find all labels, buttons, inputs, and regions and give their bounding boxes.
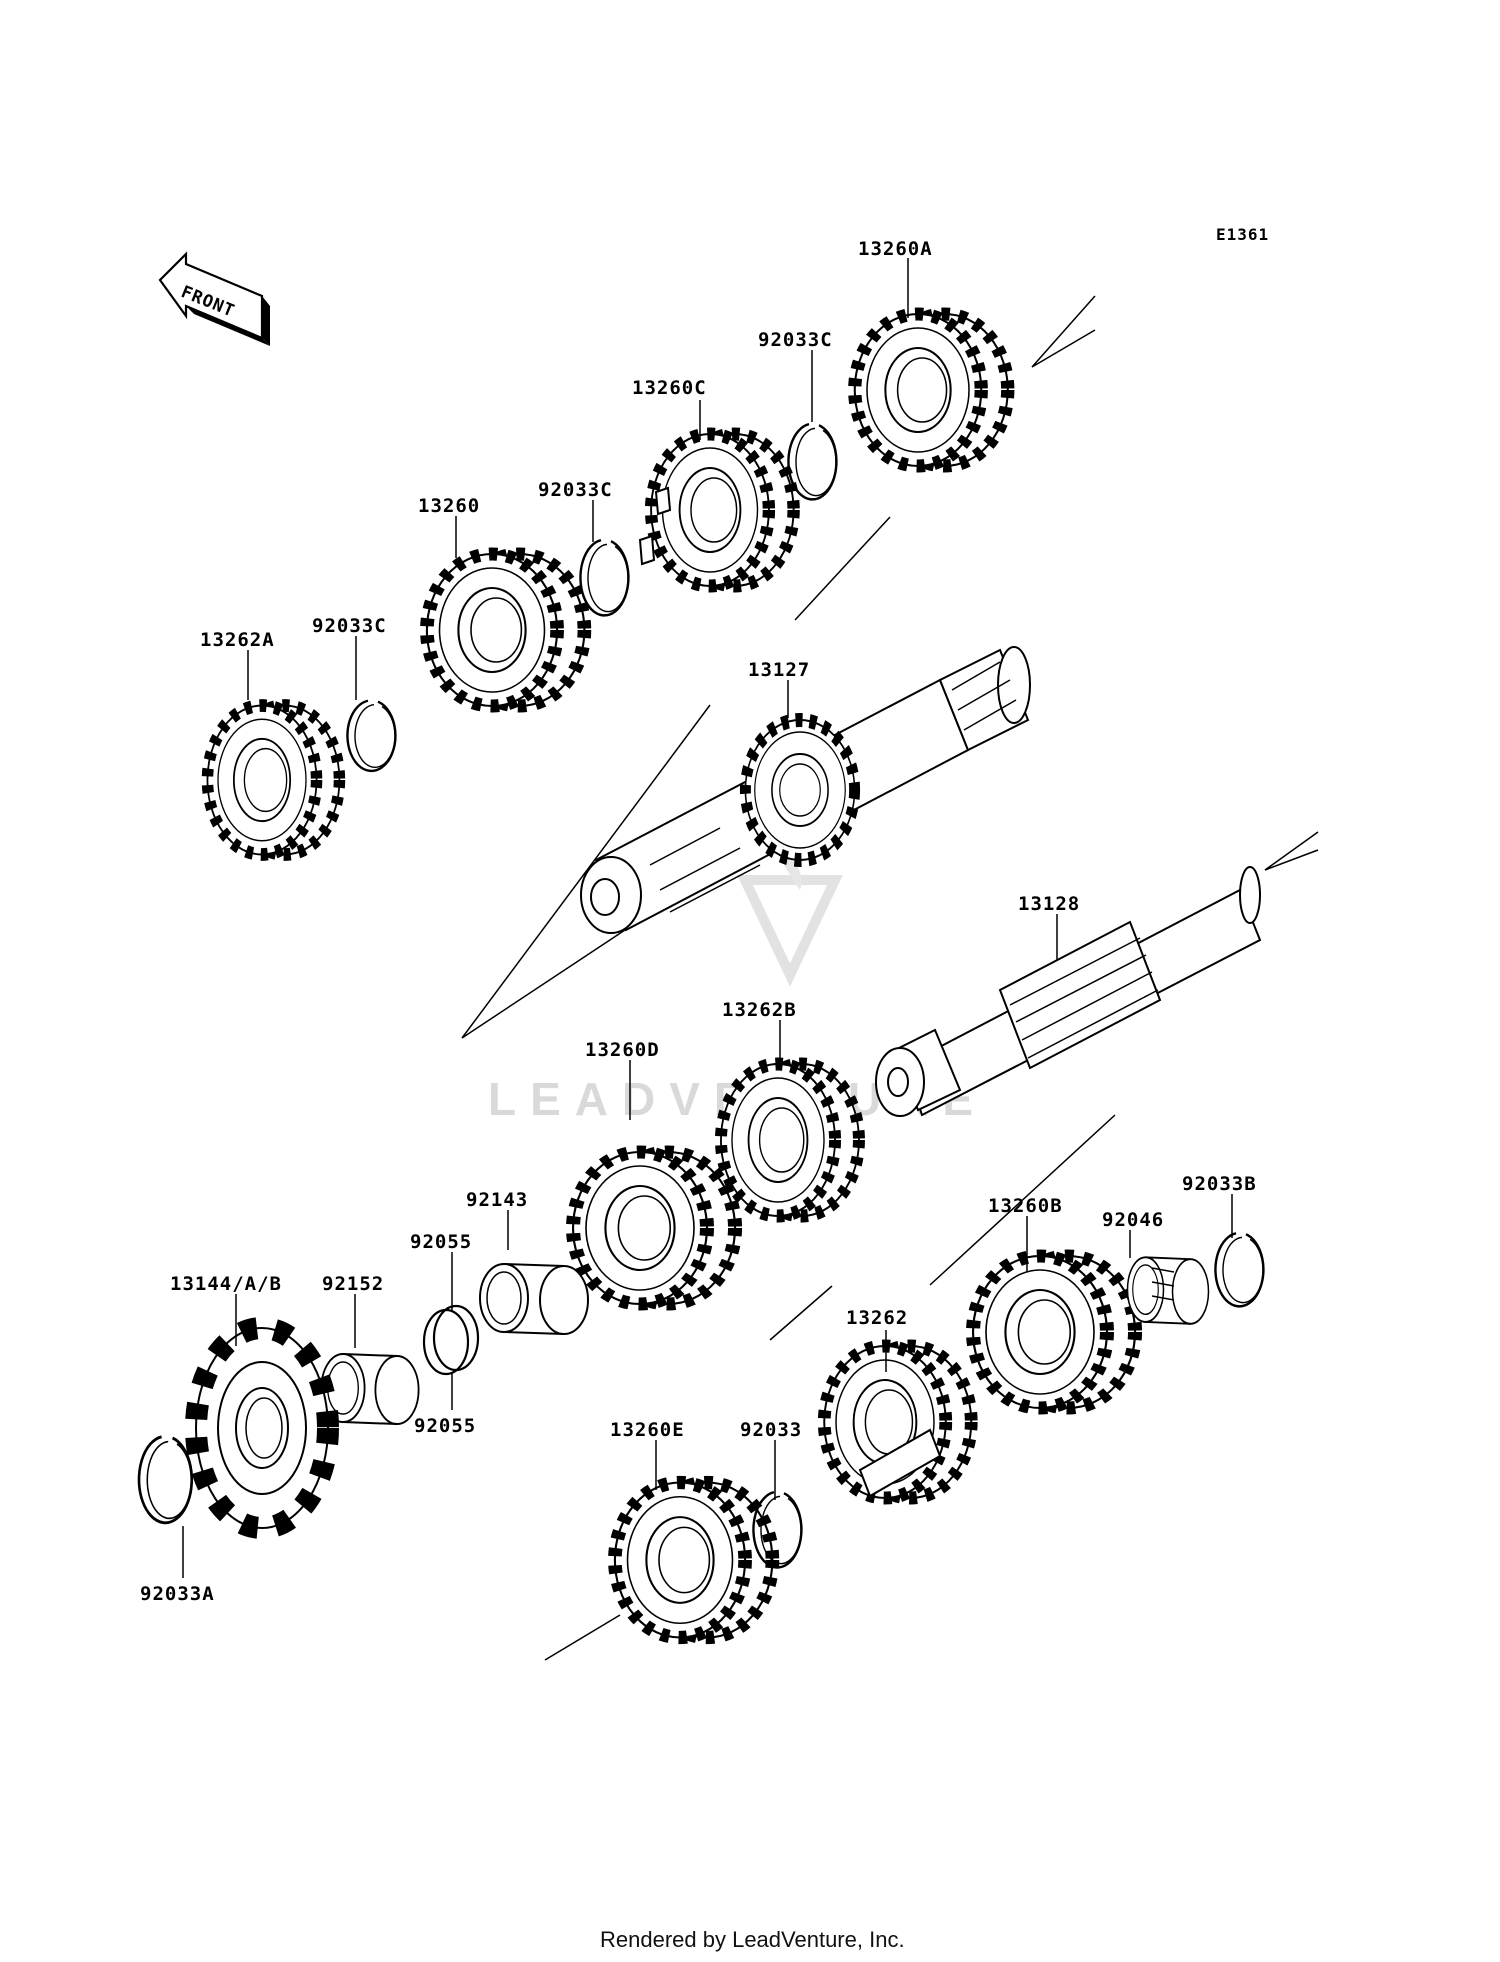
- circlip-92033B: [1214, 1232, 1265, 1308]
- footer-credit: Rendered by LeadVenture, Inc.: [600, 1927, 905, 1952]
- circlip-92033A: [137, 1435, 194, 1525]
- needle-bearing-92046: [1126, 1246, 1210, 1325]
- label-92033C-top: 92033C: [758, 329, 833, 351]
- label-13262A: 13262A: [200, 629, 275, 651]
- sprocket-13144: [185, 1317, 339, 1539]
- circlip-92033C-3: [346, 699, 397, 773]
- ring-92055: [422, 1304, 480, 1376]
- bushing-92143: [479, 1253, 589, 1335]
- label-13260C: 13260C: [632, 377, 707, 399]
- label-92033B: 92033B: [1182, 1173, 1257, 1195]
- label-92046: 92046: [1102, 1209, 1164, 1231]
- gear-13262: [824, 1346, 971, 1498]
- label-13262: 13262: [846, 1307, 908, 1329]
- label-92152: 92152: [322, 1273, 384, 1295]
- gear-13262A: [207, 706, 339, 855]
- gear-13260: [427, 554, 585, 706]
- label-13260D: 13260D: [585, 1039, 660, 1061]
- gear-13260E: [615, 1482, 773, 1637]
- shaft-13128: [875, 866, 1262, 1117]
- front-arrow-icon: FRONT: [158, 251, 270, 346]
- gear-13260A: [855, 314, 1008, 466]
- label-92033: 92033: [740, 1419, 802, 1441]
- label-92033C-mid: 92033C: [538, 479, 613, 501]
- label-92143: 92143: [466, 1189, 528, 1211]
- label-13127: 13127: [748, 659, 810, 681]
- label-13260E: 13260E: [610, 1419, 685, 1441]
- label-13260A: 13260A: [858, 238, 933, 260]
- label-92055-bottom: 92055: [414, 1415, 476, 1437]
- diagram-code: E1361: [1216, 225, 1269, 244]
- label-13260: 13260: [418, 495, 480, 517]
- circlip-92033C-2: [579, 538, 630, 617]
- label-13260B: 13260B: [988, 1195, 1063, 1217]
- label-13144-A-B: 13144/A/B: [170, 1273, 282, 1295]
- label-92033A: 92033A: [140, 1583, 215, 1605]
- gear-13262B: [721, 1064, 859, 1216]
- callout-leaders: [182, 258, 1233, 1578]
- gear-13260B: [973, 1256, 1135, 1408]
- label-13262B: 13262B: [722, 999, 797, 1021]
- gear-13260C: [638, 434, 794, 586]
- label-92033C-left: 92033C: [312, 615, 387, 637]
- shaft-13127: [580, 646, 1031, 934]
- label-13128: 13128: [1018, 893, 1080, 915]
- gear-13260D: [573, 1152, 735, 1304]
- label-92055-top: 92055: [410, 1231, 472, 1253]
